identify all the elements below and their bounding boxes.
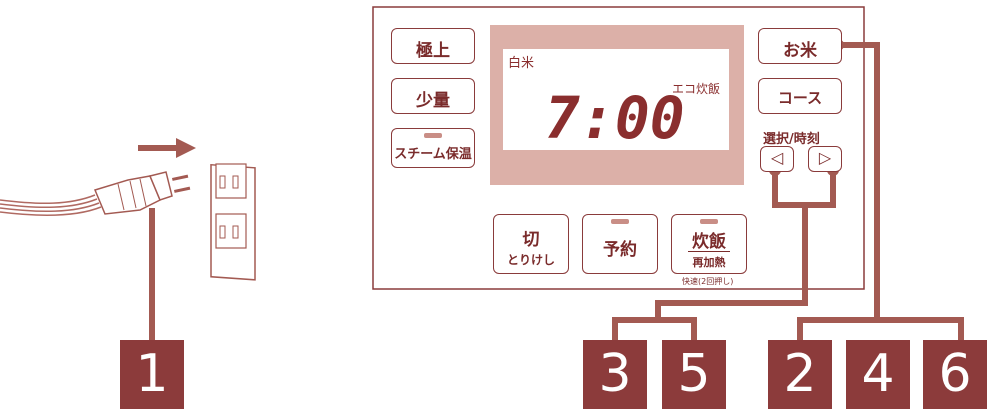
- right-arrow-button[interactable]: ▷: [808, 146, 842, 172]
- left-arrow-button[interactable]: ◁: [760, 146, 794, 172]
- kiri-sub-label: とりけし: [506, 253, 555, 267]
- suihan-sub-label: 再加熱: [688, 251, 730, 270]
- shoryo-button[interactable]: 少量: [391, 78, 475, 114]
- course-button[interactable]: コース: [758, 78, 842, 114]
- arrow-right-icon: [138, 138, 196, 158]
- lcd-rice-type: 白米: [508, 56, 535, 71]
- gokujo-label: 極上: [416, 41, 450, 61]
- fast-note: 快速(2回押し): [682, 277, 734, 286]
- right-arrow-icon: ▷: [818, 148, 832, 167]
- steam-hoon-label: スチーム保温: [394, 147, 472, 162]
- step-badge-5: 5: [662, 340, 726, 409]
- suihan-led: [700, 219, 718, 224]
- steam-hoon-led: [424, 133, 442, 138]
- power-cord: [0, 194, 102, 216]
- leader-lines: [149, 42, 964, 342]
- shoryo-label: 少量: [416, 91, 450, 111]
- step-badge-1: 1: [120, 340, 184, 409]
- gokujo-button[interactable]: 極上: [391, 28, 475, 64]
- outlet-icon: [210, 163, 256, 281]
- course-label: コース: [777, 89, 823, 107]
- step-badge-3: 3: [583, 340, 647, 409]
- left-arrow-icon: ◁: [770, 148, 784, 167]
- step-badge-4: 4: [846, 340, 910, 409]
- lcd-time: 7:00: [545, 84, 685, 152]
- okome-label: お米: [783, 41, 817, 61]
- suihan-button[interactable]: 炊飯 再加熱: [671, 214, 747, 274]
- plug-icon: [93, 171, 191, 215]
- kiri-label: 切: [522, 230, 540, 250]
- lcd-screen: [503, 49, 729, 150]
- step-badge-6: 6: [923, 340, 987, 409]
- lcd-mode: エコ炊飯: [672, 82, 721, 96]
- yoyaku-led: [611, 219, 629, 224]
- select-time-label: 選択/時刻: [763, 132, 820, 147]
- suihan-label: 炊飯: [692, 232, 726, 252]
- step-badge-2: 2: [768, 340, 832, 409]
- kiri-button[interactable]: 切 とりけし: [493, 214, 569, 274]
- yoyaku-label: 予約: [603, 240, 637, 260]
- okome-button[interactable]: お米: [758, 28, 842, 64]
- yoyaku-button[interactable]: 予約: [582, 214, 658, 274]
- steam-hoon-button[interactable]: スチーム保温: [391, 128, 475, 168]
